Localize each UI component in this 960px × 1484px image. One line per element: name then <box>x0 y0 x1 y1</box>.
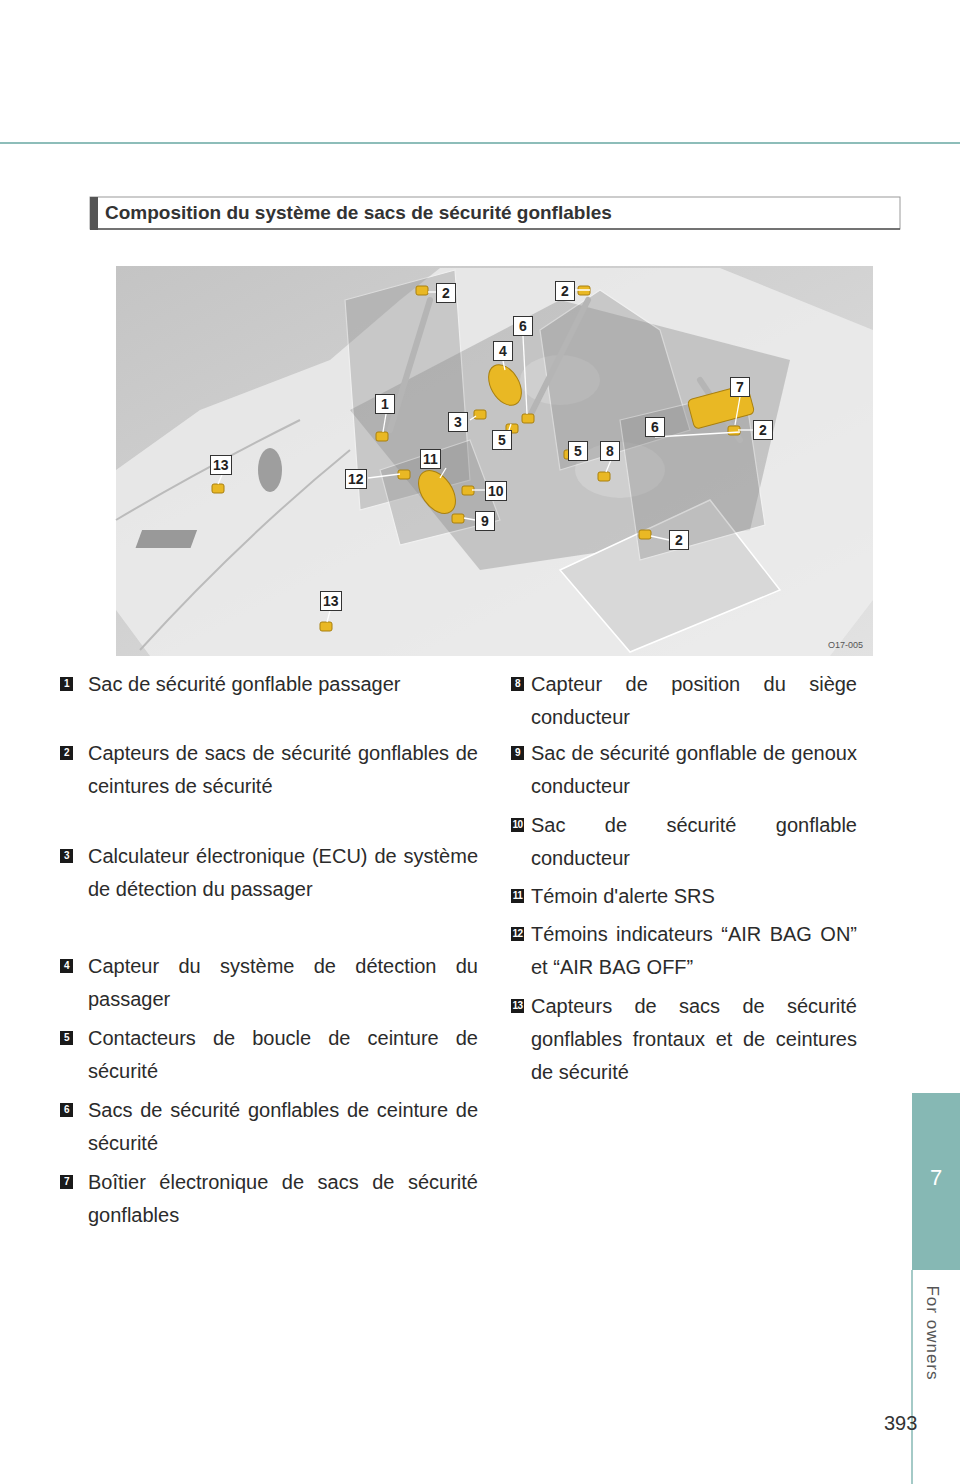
mirror <box>258 448 282 492</box>
item-number: 5 <box>60 1031 73 1045</box>
callout-number: 10 <box>485 481 507 501</box>
item-text: Capteurs de sacs de sécurité gonflables … <box>531 990 857 1089</box>
car-illustration <box>116 266 873 656</box>
leader-line <box>464 518 475 520</box>
callout-number: 2 <box>555 281 575 301</box>
item-text: Capteur de position du siège conducteur <box>531 668 857 734</box>
callout-number: 4 <box>493 341 513 361</box>
leader-line <box>503 361 505 370</box>
leader-line <box>327 611 330 622</box>
illustration-ground <box>116 266 873 656</box>
leader-line <box>606 460 611 472</box>
sensor-part <box>598 472 610 481</box>
item-number: 6 <box>60 1103 73 1117</box>
leader-line <box>470 416 476 420</box>
item-number: 1 <box>60 677 73 691</box>
sensor-part <box>212 484 224 493</box>
side-tab <box>912 1093 960 1270</box>
leader-line <box>655 432 740 437</box>
callout-number: 12 <box>345 469 367 489</box>
item-number: 9 <box>511 746 524 760</box>
seat-belt <box>390 300 430 430</box>
heading-bar <box>90 197 98 230</box>
item-number: 3 <box>60 849 73 863</box>
figure-code: O17-005 <box>828 640 863 650</box>
callout-number: 11 <box>420 449 441 469</box>
chapter-number: 7 <box>912 1165 960 1191</box>
item-text: Sac de sécurité gonflable conducteur <box>531 809 857 875</box>
top-rule <box>0 142 960 144</box>
callout-number: 6 <box>513 316 533 336</box>
driver-airbag <box>411 464 463 521</box>
item-number: 11 <box>511 889 524 903</box>
item-text: Contacteurs de boucle de ceinture de séc… <box>88 1022 478 1088</box>
leader-line <box>383 414 386 432</box>
callout-number: 2 <box>669 530 689 550</box>
sensor-part <box>474 410 486 419</box>
leader-line <box>472 489 485 490</box>
item-text: Sac de sécurité gonflable de genoux cond… <box>531 737 857 803</box>
leader-line <box>523 336 527 414</box>
item-text: Boîtier électronique de sacs de sécurité… <box>88 1166 478 1232</box>
item-text: Témoin d'alerte SRS <box>531 880 857 913</box>
heading-underline <box>90 228 900 230</box>
sensor-part <box>376 432 388 441</box>
leader-line <box>735 397 740 425</box>
leader-line <box>440 468 446 478</box>
callout-number: 7 <box>730 377 750 397</box>
car-body <box>116 268 873 656</box>
leader-line <box>368 474 400 478</box>
callout-number: 2 <box>436 283 456 303</box>
vent <box>136 530 198 548</box>
item-number: 12 <box>511 927 524 941</box>
item-number: 4 <box>60 959 73 973</box>
hood-line <box>116 420 300 520</box>
callout-number: 1 <box>375 394 395 414</box>
section-heading: Composition du système de sacs de sécuri… <box>105 200 612 226</box>
item-number: 2 <box>60 746 73 760</box>
sensor-part <box>639 530 651 539</box>
callout-number: 13 <box>320 591 342 611</box>
callout-number: 3 <box>448 412 468 432</box>
sensor-part <box>320 622 332 631</box>
callout-number: 2 <box>753 420 773 440</box>
item-number: 13 <box>511 999 524 1013</box>
hood-line <box>140 450 350 650</box>
see-through-panel <box>380 440 500 545</box>
item-number: 7 <box>60 1175 73 1189</box>
leader-line <box>218 475 222 484</box>
callout-number: 5 <box>568 441 588 461</box>
leader-line <box>651 536 669 540</box>
item-text: Capteur du système de détection du passa… <box>88 950 478 1016</box>
callout-number: 9 <box>475 511 495 531</box>
leader-line <box>428 291 436 292</box>
passenger-airbag <box>482 359 528 411</box>
seat-belt <box>528 300 588 420</box>
item-text: Sacs de sécurité gonflables de ceinture … <box>88 1094 478 1160</box>
sensor-part <box>522 414 534 423</box>
sensor-part <box>416 286 428 295</box>
item-number: 8 <box>511 677 524 691</box>
callout-number: 6 <box>645 417 665 437</box>
callout-number: 13 <box>210 455 232 475</box>
chapter-title: For owners <box>922 1278 942 1388</box>
side-rule <box>911 1270 913 1484</box>
heading-box <box>90 197 900 229</box>
item-text: Sac de sécurité gonflable passager <box>88 668 478 701</box>
item-text: Témoins indicateurs “AIR BAG ON” et “AIR… <box>531 918 857 984</box>
sensor-part <box>452 514 464 523</box>
item-text: Capteurs de sacs de sécurité gonflables … <box>88 737 478 803</box>
callout-number: 8 <box>600 441 620 461</box>
page-number: 393 <box>884 1412 917 1435</box>
leader-line <box>738 429 753 430</box>
item-number: 10 <box>511 818 524 832</box>
item-text: Calculateur électronique (ECU) de systèm… <box>88 840 478 906</box>
callout-number: 5 <box>492 430 512 450</box>
